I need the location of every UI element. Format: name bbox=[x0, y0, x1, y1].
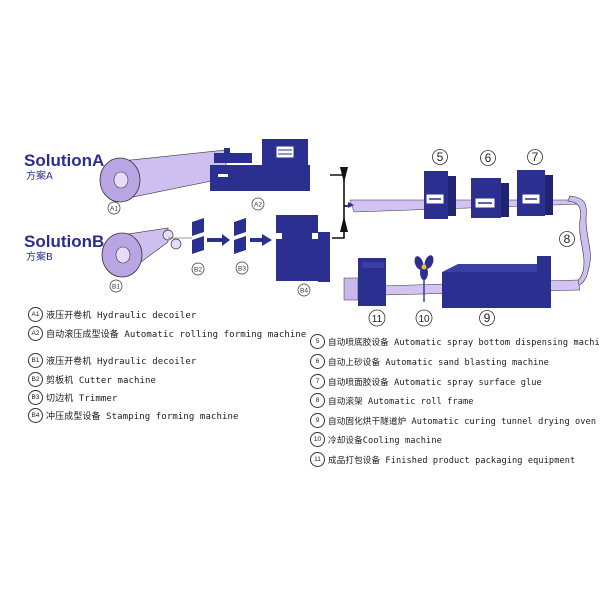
legend-tag: 8 bbox=[310, 393, 325, 408]
legend-tag: 11 bbox=[310, 452, 325, 467]
solution-b-title: SolutionB bbox=[24, 232, 104, 251]
cutter-machine-b2 bbox=[192, 218, 204, 254]
legend-tag: A2 bbox=[28, 326, 43, 341]
curing-tunnel-oven-9 bbox=[442, 256, 551, 308]
svg-text:B4: B4 bbox=[300, 288, 308, 295]
legend-tag: B3 bbox=[28, 390, 43, 405]
legend-tag: A1 bbox=[28, 307, 43, 322]
svg-text:6: 6 bbox=[485, 151, 492, 165]
merge-arrows bbox=[340, 167, 348, 232]
legend-label: 自动喷面胶设备 Automatic spray surface glue bbox=[328, 377, 542, 388]
legend-tag: 7 bbox=[310, 374, 325, 389]
sand-blasting-machine-6 bbox=[471, 178, 509, 218]
legend-tag: 9 bbox=[310, 413, 325, 428]
legend-item-5: 5 自动喷底胶设备 Automatic spray bottom dispens… bbox=[310, 334, 600, 349]
solution-b-subtitle: 方案B bbox=[26, 250, 53, 263]
tag-9: 9 bbox=[479, 310, 495, 326]
solution-a-subtitle: 方案A bbox=[26, 169, 53, 182]
svg-text:A1: A1 bbox=[110, 206, 118, 213]
svg-text:10: 10 bbox=[418, 314, 430, 325]
tag-6: 6 bbox=[480, 150, 496, 166]
legend-item-b3: B3 切边机 Trimmer bbox=[28, 390, 117, 405]
legend-tag: 5 bbox=[310, 334, 325, 349]
legend-label: 自动上砂设备 Automatic sand blasting machine bbox=[328, 357, 549, 368]
tag-b2: B2 bbox=[191, 262, 205, 276]
legend-label: 液压开卷机 Hydraulic decoiler bbox=[46, 357, 197, 367]
svg-text:5: 5 bbox=[437, 150, 444, 164]
tag-b3: B3 bbox=[235, 261, 249, 275]
stamping-forming-machine-b4 bbox=[276, 215, 330, 282]
svg-text:9: 9 bbox=[484, 311, 491, 325]
svg-text:7: 7 bbox=[532, 150, 539, 164]
legend-item-b1: B1 液压开卷机 Hydraulic decoiler bbox=[28, 353, 196, 368]
legend-item-11: 11 成品打包设备 Finished product packaging equ… bbox=[310, 452, 575, 467]
tag-11: 11 bbox=[368, 309, 386, 327]
trimmer-b3 bbox=[234, 218, 246, 254]
legend-label: 自动滚架 Automatic roll frame bbox=[328, 396, 474, 407]
legend-tag: B4 bbox=[28, 408, 43, 423]
legend-item-b2: B2 剪板机 Cutter machine bbox=[28, 372, 156, 387]
legend-tag: 6 bbox=[310, 354, 325, 369]
legend-label: 冲压成型设备 Stamping forming machine bbox=[46, 412, 239, 422]
hydraulic-decoiler-b1 bbox=[101, 227, 192, 278]
svg-text:B3: B3 bbox=[238, 266, 246, 273]
legend-label: 自动喷底胶设备 Automatic spray bottom dispensin… bbox=[328, 337, 600, 348]
svg-text:A2: A2 bbox=[254, 202, 262, 209]
legend-item-7: 7 自动喷面胶设备 Automatic spray surface glue bbox=[310, 374, 542, 389]
legend-item-a1: A1 液压开卷机 Hydraulic decoiler bbox=[28, 307, 196, 322]
spray-surface-glue-machine-7 bbox=[517, 170, 553, 216]
legend-item-9: 9 自动固化烘干隧道炉 Automatic curing tunnel dryi… bbox=[310, 413, 596, 428]
tag-b4: B4 bbox=[297, 283, 311, 297]
rolling-forming-machine-a2 bbox=[210, 139, 310, 191]
legend-item-b4: B4 冲压成型设备 Stamping forming machine bbox=[28, 408, 239, 423]
svg-text:B2: B2 bbox=[194, 267, 202, 274]
tag-a1: A1 bbox=[107, 201, 121, 215]
legend-tag: B1 bbox=[28, 353, 43, 368]
legend-label: 剪板机 Cutter machine bbox=[46, 376, 157, 386]
cooling-fan-10 bbox=[414, 255, 434, 302]
legend-item-6: 6 自动上砂设备 Automatic sand blasting machine bbox=[310, 354, 549, 369]
tag-a2: A2 bbox=[251, 197, 265, 211]
legend-label: 成品打包设备 Finished product packaging equipm… bbox=[328, 455, 576, 466]
svg-text:B1: B1 bbox=[112, 284, 120, 291]
legend-label: 自动滚压成型设备 Automatic rolling forming machi… bbox=[46, 330, 307, 340]
svg-text:8: 8 bbox=[564, 232, 571, 246]
svg-text:11: 11 bbox=[372, 314, 383, 325]
legend-tag: 10 bbox=[310, 432, 325, 447]
hydraulic-decoiler-a1 bbox=[99, 149, 227, 203]
flow-arrows-b bbox=[207, 234, 272, 246]
packaging-equipment-11 bbox=[343, 258, 386, 306]
legend-tag: B2 bbox=[28, 372, 43, 387]
legend-item-10: 10 冷却设备Cooling machine bbox=[310, 432, 442, 447]
legend-label: 自动固化烘干隧道炉 Automatic curing tunnel drying… bbox=[328, 416, 597, 427]
legend-item-a2: A2 自动滚压成型设备 Automatic rolling forming ma… bbox=[28, 326, 306, 341]
tag-b1: B1 bbox=[109, 279, 123, 293]
legend-label: 液压开卷机 Hydraulic decoiler bbox=[46, 311, 197, 321]
solution-a-title: SolutionA bbox=[24, 151, 104, 170]
legend-item-8: 8 自动滚架 Automatic roll frame bbox=[310, 393, 474, 408]
tag-8: 8 bbox=[559, 231, 575, 247]
legend-label: 切边机 Trimmer bbox=[46, 394, 118, 404]
spray-bottom-dispensing-machine-5 bbox=[424, 171, 456, 219]
tag-10: 10 bbox=[415, 309, 433, 327]
tag-5: 5 bbox=[432, 149, 448, 165]
legend-label: 冷却设备Cooling machine bbox=[328, 435, 442, 446]
tag-7: 7 bbox=[527, 149, 543, 165]
